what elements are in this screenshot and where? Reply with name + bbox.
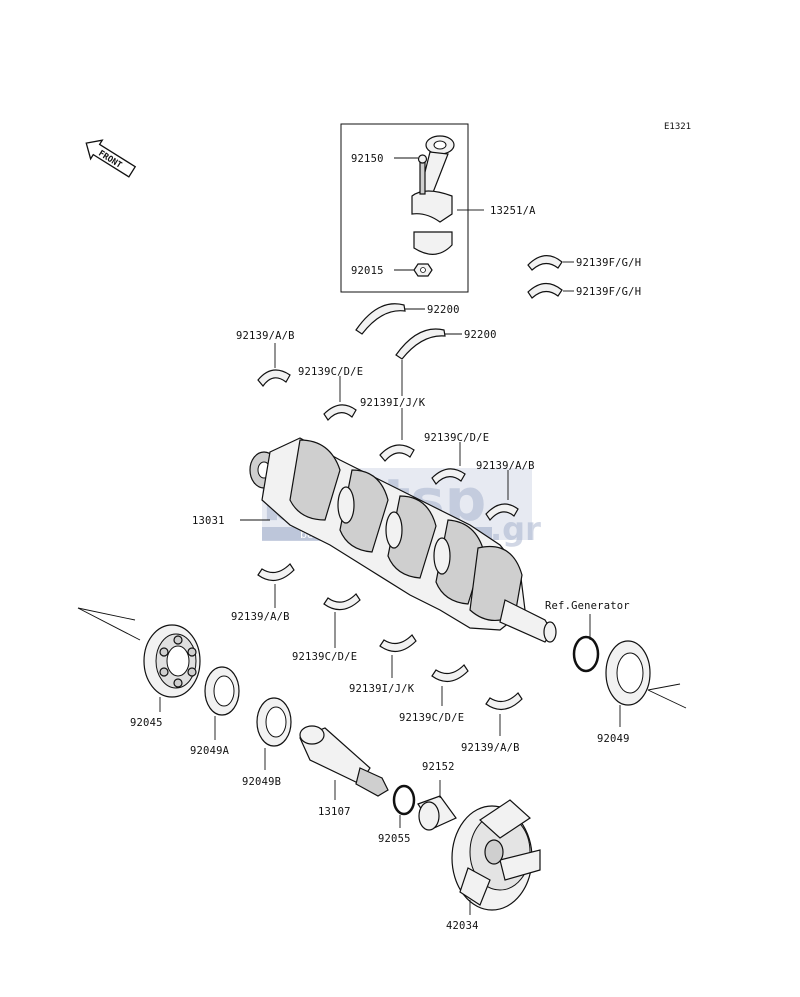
part-13031: 13031 [192,515,225,527]
bearing-shell-upper-cde-1 [323,404,357,421]
diagram-code: E1321 [664,122,691,132]
part-13107: 13107 [318,806,351,818]
thrust-washer-2 [395,328,446,360]
part-92139ab-4: 92139/A/B [461,742,520,754]
part-92200-1: 92200 [427,304,460,316]
sleeve [417,795,457,831]
bearing-shell-upper-ab-2 [485,503,519,521]
crankshaft [249,437,557,643]
part-92150: 92150 [351,153,384,165]
part-92015: 92015 [351,265,384,277]
oil-seal-92049b [256,697,292,747]
part-92139ab-3: 92139/A/B [231,611,290,623]
bearing-shell-upper-ijk-1 [379,444,415,462]
part-42034: 42034 [446,920,479,932]
bearing-shell-upper-ab-1 [257,369,291,387]
watermark-suffix: .gr [490,510,541,548]
bearing-shell-lower-ab-4 [485,692,523,710]
bearing-shell-lower-cde-3 [323,593,361,611]
part-92139ijk-2: 92139I/J/K [349,683,415,695]
part-92139fgh-1: 92139F/G/H [576,257,641,269]
part-92139cde-3: 92139C/D/E [292,651,357,663]
part-92139ab-2: 92139/A/B [476,460,535,472]
o-ring [392,784,416,816]
connecting-rod [411,135,455,277]
ref-generator-label: Ref.Generator [545,600,630,612]
part-92139cde-2: 92139C/D/E [424,432,489,444]
coupling [451,799,541,911]
part-92045: 92045 [130,717,163,729]
part-92139ijk-1: 92139I/J/K [360,397,426,409]
part-92139cde-4: 92139C/D/E [399,712,464,724]
oil-seal-92049a [204,666,240,716]
connecting-rod-box [340,123,469,293]
part-92049b: 92049B [242,776,281,788]
part-92152: 92152 [422,761,455,773]
bearing-shell-fgh-2 [527,282,563,299]
oil-seal-92049 [605,640,651,706]
part-92049a: 92049A [190,745,230,757]
generator-o-ring [572,635,600,673]
part-92139ab-1: 92139/A/B [236,330,295,342]
part-92055: 92055 [378,833,411,845]
drive-shaft [299,725,389,797]
ball-bearing [143,624,201,698]
part-92200-2: 92200 [464,329,497,341]
front-arrow-icon: FRONT [85,139,137,178]
bearing-shell-fgh-1 [527,255,563,271]
bearing-shell-upper-cde-2 [431,468,466,485]
part-92139cde-1: 92139C/D/E [298,366,363,378]
bearing-shell-lower-cde-4 [431,664,469,682]
part-92139fgh-2: 92139F/G/H [576,286,641,298]
part-92049: 92049 [597,733,630,745]
thrust-washer-1 [355,303,406,335]
bearing-shell-lower-ijk-2 [379,634,417,652]
part-13251: 13251/A [490,205,536,217]
bearing-shell-lower-ab-3 [257,563,295,581]
